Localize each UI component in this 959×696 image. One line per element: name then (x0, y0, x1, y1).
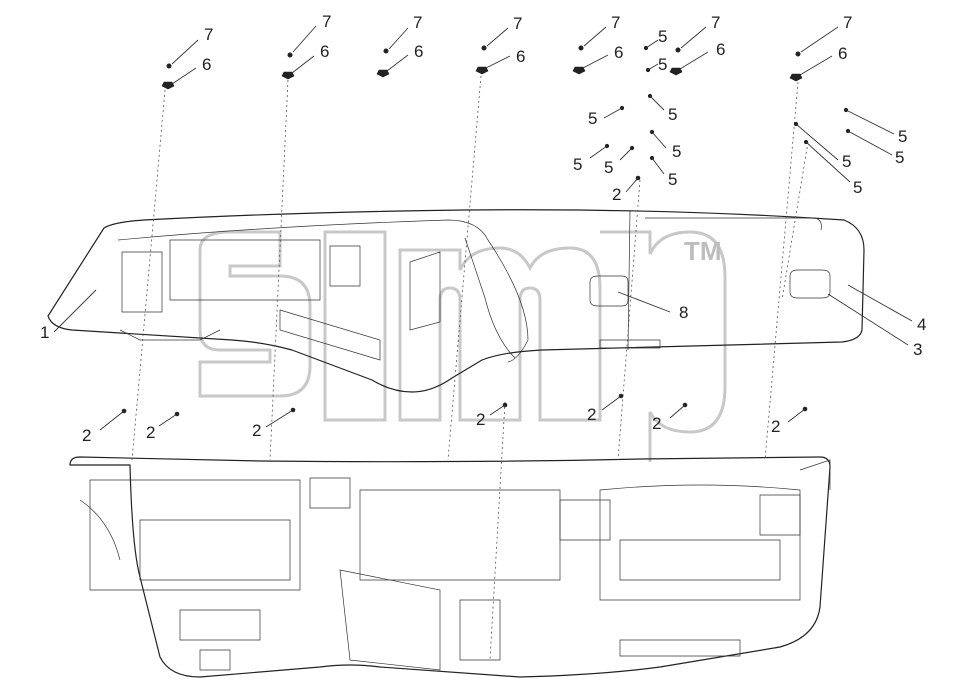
callout-6: 6 (320, 42, 329, 61)
callout-5: 5 (842, 152, 851, 171)
callout-7: 7 (204, 25, 213, 44)
callout-7: 7 (843, 13, 852, 32)
callout-7: 7 (711, 13, 720, 32)
callout-6: 6 (516, 47, 525, 66)
callout-6: 6 (838, 44, 847, 63)
callout-1: 1 (40, 323, 49, 342)
callout-7: 7 (611, 13, 620, 32)
callout-2: 2 (252, 421, 261, 440)
callout-5: 5 (898, 127, 907, 146)
callout-4: 4 (917, 315, 926, 334)
callout-2: 2 (652, 414, 661, 433)
callout-7: 7 (513, 14, 522, 33)
callout-5: 5 (658, 55, 667, 74)
callout-6: 6 (716, 40, 725, 59)
callout-7: 7 (322, 12, 331, 31)
callout-2: 2 (146, 423, 155, 442)
callout-5: 5 (668, 105, 677, 124)
callout-5: 5 (573, 155, 582, 174)
callout-7: 7 (413, 13, 422, 32)
upper-dashboard-panel (47, 209, 865, 393)
callout-5: 5 (668, 170, 677, 189)
watermark-trademark: TM (684, 236, 722, 266)
watermark-logo: TM (198, 230, 727, 462)
fastener-parts (121, 45, 851, 417)
alignment-lines (131, 75, 809, 661)
callout-2: 2 (587, 405, 596, 424)
leader-lines (53, 25, 913, 431)
callout-2: 2 (771, 417, 780, 436)
callout-6: 6 (414, 42, 423, 61)
callout-5: 5 (588, 109, 597, 128)
callout-2: 2 (476, 410, 485, 429)
callout-6: 6 (614, 43, 623, 62)
callout-5: 5 (658, 27, 667, 46)
callout-labels: 1 7 6 7 6 7 6 7 6 7 6 7 6 7 6 5 5 5 5 5 … (40, 12, 926, 445)
callout-8: 8 (679, 303, 688, 322)
callout-2: 2 (82, 426, 91, 445)
lower-dashboard-frame (69, 456, 831, 678)
callout-5: 5 (853, 178, 862, 197)
callout-2: 2 (612, 185, 621, 204)
callout-6: 6 (202, 55, 211, 74)
callout-5: 5 (672, 142, 681, 161)
callout-5: 5 (895, 148, 904, 167)
callout-3: 3 (913, 340, 922, 359)
callout-5: 5 (604, 158, 613, 177)
